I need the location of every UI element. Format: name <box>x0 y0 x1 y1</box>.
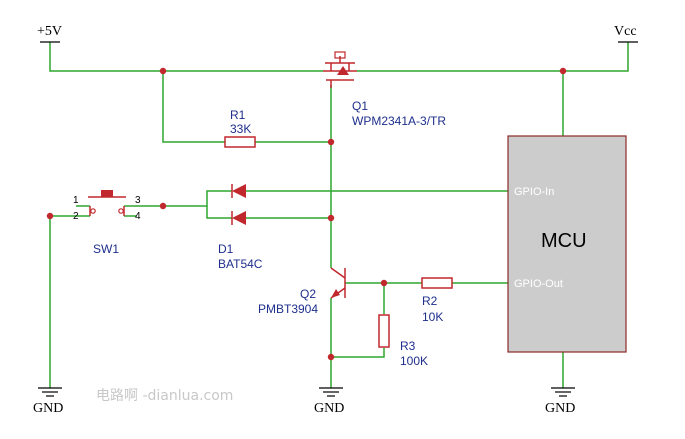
junction-dot <box>327 353 335 361</box>
ground-right: GND <box>545 387 575 416</box>
r1-value: 33K <box>230 122 251 136</box>
sw1-pin3: 3 <box>135 195 141 206</box>
junction-dot <box>380 279 388 287</box>
r2-body <box>421 277 453 289</box>
junction-dot <box>159 67 167 75</box>
q2-ref: Q2 <box>300 287 316 301</box>
d1-ref: D1 <box>218 242 234 256</box>
wire-r3-bottom <box>331 348 385 358</box>
sw1-ref: SW1 <box>93 242 119 256</box>
sw1-pin1: 1 <box>73 195 79 206</box>
d1-value: BAT54C <box>218 257 263 271</box>
r3-value: 100K <box>400 354 428 368</box>
r1-resistor: R1 33K <box>224 108 256 148</box>
vcc-label: Vcc <box>614 24 637 39</box>
sw1-pin4: 4 <box>135 211 141 222</box>
sw1-terminal <box>90 208 96 214</box>
r3-resistor: R3 100K <box>378 314 428 368</box>
r3-ref: R3 <box>400 339 416 353</box>
q1-pmos-transistor: Q1 WPM2341A-3/TR <box>323 51 446 128</box>
wire-r1-left <box>162 71 225 143</box>
junction-dot <box>327 214 335 222</box>
q2-emitter-arrow <box>331 289 340 298</box>
mcu-body <box>507 135 627 353</box>
watermark: 电路啊 -dianlua.com <box>96 388 233 404</box>
sw1-terminal <box>118 208 124 214</box>
sw1-push-button: 1 2 3 4 SW1 <box>73 190 141 256</box>
q2-npn-transistor: Q2 PMBT3904 <box>258 267 346 316</box>
wire-plus5v-rail <box>49 42 323 72</box>
q2-value: PMBT3904 <box>258 302 318 316</box>
gnd-middle-label: GND <box>314 401 344 416</box>
mcu-name: MCU <box>541 230 587 252</box>
ground-left: GND <box>33 387 63 416</box>
q1-value: WPM2341A-3/TR <box>352 114 446 128</box>
wire-d1-left-top <box>163 190 232 207</box>
power-vcc: Vcc <box>614 24 638 43</box>
sw1-button-cap <box>101 190 113 197</box>
mcu-gpio-out-label: GPIO-Out <box>514 278 563 290</box>
sw1-pin2: 2 <box>73 211 79 222</box>
junction-dot <box>46 212 54 220</box>
junction-dot <box>327 138 335 146</box>
gnd-right-label: GND <box>545 401 575 416</box>
d1-dual-diode: D1 BAT54C <box>218 184 263 271</box>
d1-diode-bottom <box>232 211 246 225</box>
junctions <box>46 67 567 361</box>
q1-arrow <box>337 66 349 75</box>
q1-body-diode <box>334 51 346 59</box>
r2-resistor: R2 10K <box>421 277 453 324</box>
wire-gnd-left <box>49 215 76 388</box>
wire-d1-left-bottom <box>206 206 232 219</box>
gnd-left-label: GND <box>33 401 63 416</box>
wire-vcc-rail <box>357 42 629 72</box>
r2-value: 10K <box>422 310 443 324</box>
r1-ref: R1 <box>230 108 246 122</box>
r3-body <box>378 314 390 348</box>
r2-ref: R2 <box>422 294 438 308</box>
ground-middle: GND <box>314 387 344 416</box>
plus5v-label: +5V <box>37 24 62 39</box>
r1-body <box>224 136 256 148</box>
q1-ref: Q1 <box>352 99 368 113</box>
junction-dot <box>559 67 567 75</box>
q2-collector <box>330 267 346 279</box>
junction-dot <box>159 202 167 210</box>
d1-diode-top <box>232 184 246 198</box>
mcu-block: GPIO-In GPIO-Out MCU <box>507 135 627 353</box>
power-plus5v: +5V <box>37 24 62 43</box>
mcu-gpio-in-label: GPIO-In <box>514 186 554 198</box>
